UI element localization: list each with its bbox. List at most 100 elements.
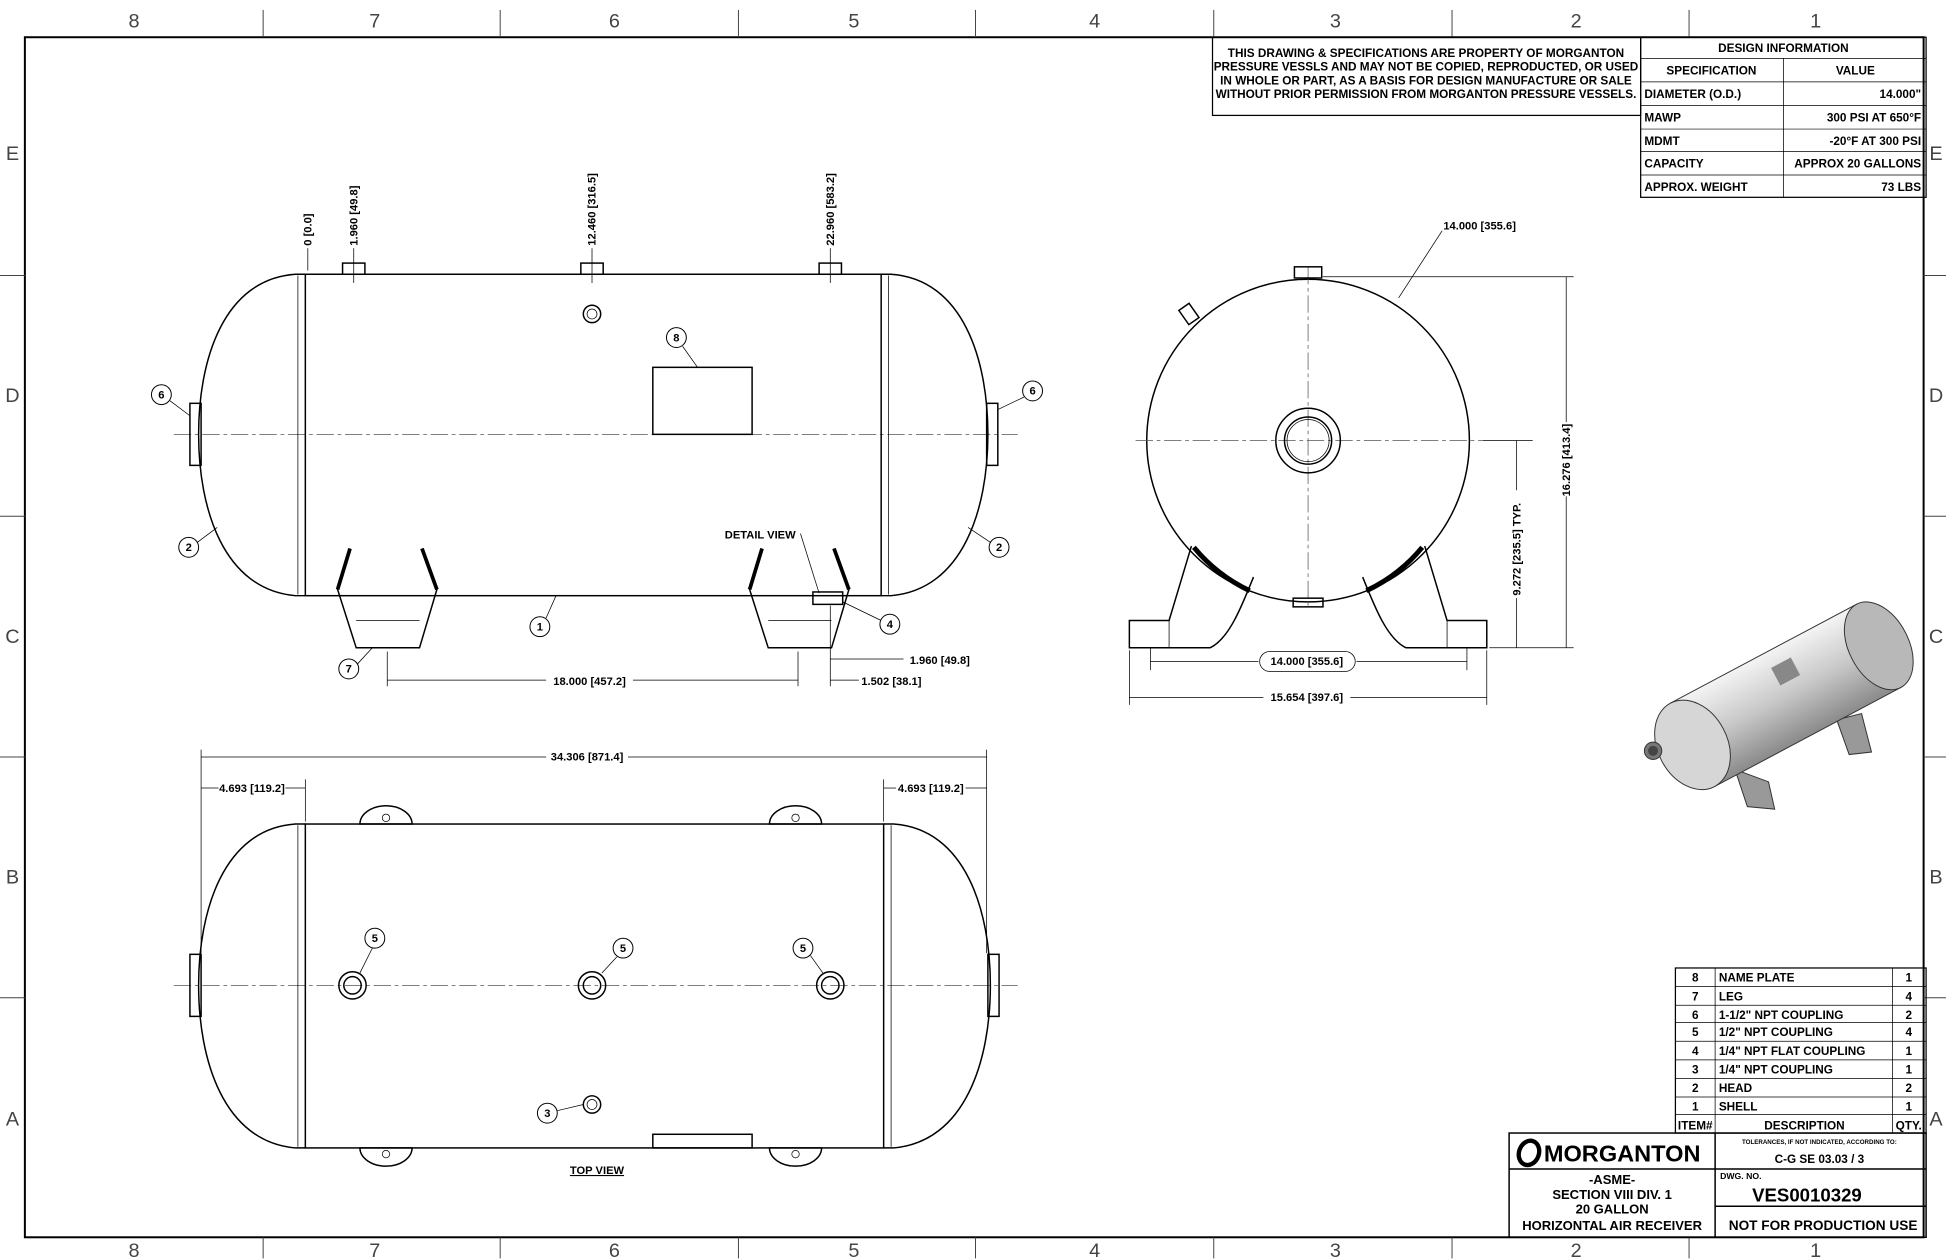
title-block: MORGANTON TOLERANCES, IF NOT INDICATED, … xyxy=(1508,1132,1927,1239)
notice-line: WITHOUT PRIOR PERMISSION FROM MORGANTON … xyxy=(1216,88,1637,101)
logo-text: MORGANTON xyxy=(1544,1141,1701,1167)
svg-text:1: 1 xyxy=(1905,972,1912,985)
spec-value: APPROX 20 GALLONS xyxy=(1794,158,1921,171)
drawing-description: SECTION VIII DIV. 1 xyxy=(1552,1187,1672,1202)
balloon: 3 xyxy=(544,1108,550,1120)
balloon: 5 xyxy=(620,943,626,955)
zone-col-label: 4 xyxy=(1089,1240,1100,1259)
spec-value: 73 LBS xyxy=(1881,181,1921,194)
bom-row: 3 1/4" NPT COUPLING 1 xyxy=(1692,1063,1912,1076)
detail-view-label: DETAIL VIEW xyxy=(725,530,796,542)
svg-text:2: 2 xyxy=(1905,1082,1912,1095)
leg-left xyxy=(336,548,438,649)
drawing-number: VES0010329 xyxy=(1752,1184,1862,1205)
balloon: 5 xyxy=(372,933,378,945)
sheet-border xyxy=(23,36,1925,1239)
coupling-4 xyxy=(812,591,844,606)
name-plate xyxy=(652,366,753,436)
svg-text:HEAD: HEAD xyxy=(1719,1082,1752,1095)
svg-text:1/4" NPT COUPLING: 1/4" NPT COUPLING xyxy=(1719,1063,1833,1076)
svg-text:3: 3 xyxy=(1692,1063,1699,1076)
zone-col-label: 1 xyxy=(1810,1240,1821,1259)
zone-row-label: D xyxy=(5,385,19,407)
zone-labels: 8 7 6 5 4 3 2 1 8 7 6 5 4 3 2 1 E D C B … xyxy=(5,10,1943,1259)
svg-text:1: 1 xyxy=(1905,1101,1912,1114)
zone-row-label: B xyxy=(1929,867,1942,889)
svg-text:4: 4 xyxy=(1905,1026,1912,1039)
top-view: TOP VIEW 34.306 [871.4] 4.693 [119.2] 4.… xyxy=(173,749,1018,1177)
isometric-view xyxy=(1643,601,1914,810)
dim-base-width: 15.654 [397.6] xyxy=(1271,692,1344,704)
front-view: 0 [0.0] 1.960 [49.8] 12.460 [316.5] 22.9… xyxy=(150,173,1043,688)
zone-row-label: D xyxy=(1929,385,1943,407)
svg-text:1/2" NPT COUPLING: 1/2" NPT COUPLING xyxy=(1719,1026,1833,1039)
zone-row-label: A xyxy=(1929,1109,1943,1131)
coupling-6-right xyxy=(985,402,999,467)
dim-label: 1.960 [49.8] xyxy=(348,185,360,245)
svg-text:1: 1 xyxy=(1905,1045,1912,1058)
zone-col-label: 3 xyxy=(1330,10,1341,32)
zone-grid xyxy=(0,9,1946,1259)
zone-row-label: E xyxy=(6,143,19,165)
svg-text:1-1/2" NPT COUPLING: 1-1/2" NPT COUPLING xyxy=(1719,1009,1844,1022)
drawing-description: 20 GALLON xyxy=(1576,1202,1649,1217)
column-header: VALUE xyxy=(1836,64,1875,77)
design-info-title: DESIGN INFORMATION xyxy=(1718,42,1849,55)
dim-diameter: 14.000 [355.6] xyxy=(1443,221,1516,233)
dim-label: 0 [0.0] xyxy=(303,213,315,246)
spec-value: 14.000" xyxy=(1880,88,1922,101)
zone-row-label: C xyxy=(1929,626,1943,648)
head-right xyxy=(881,273,989,597)
dim-label: 1.960 [49.8] xyxy=(910,655,970,667)
bom-row: 7 LEG 4 xyxy=(1692,990,1912,1003)
coupling-3 xyxy=(582,304,602,324)
balloon: 4 xyxy=(887,619,894,631)
end-view: 14.000 [355.6] 16.276 [413.4] 9.272 [235… xyxy=(1128,221,1574,705)
bom-row: 5 1/2" NPT COUPLING 4 xyxy=(1692,1026,1912,1039)
zone-col-label: 1 xyxy=(1810,10,1821,32)
svg-text:SHELL: SHELL xyxy=(1719,1101,1758,1114)
svg-text:7: 7 xyxy=(1692,990,1699,1003)
spec-name: MAWP xyxy=(1644,112,1681,125)
svg-text:1/4" NPT FLAT COUPLING: 1/4" NPT FLAT COUPLING xyxy=(1719,1045,1866,1058)
svg-text:1: 1 xyxy=(1905,1063,1912,1076)
top-view-label: TOP VIEW xyxy=(570,1165,625,1177)
bom-row: 2 HEAD 2 xyxy=(1692,1082,1912,1095)
spec-name: DIAMETER (O.D.) xyxy=(1644,88,1741,101)
balloon: 5 xyxy=(800,943,806,955)
coupling-6-left xyxy=(189,402,202,467)
zone-col-label: 6 xyxy=(609,10,620,32)
column-header: ITEM# xyxy=(1678,1119,1713,1132)
svg-text:5: 5 xyxy=(1692,1026,1699,1039)
svg-text:4: 4 xyxy=(1905,990,1912,1003)
zone-col-label: 8 xyxy=(129,1240,140,1259)
dim-label: 1.502 [38.1] xyxy=(861,676,921,688)
spec-value: -20°F AT 300 PSI xyxy=(1829,135,1921,148)
zone-row-label: E xyxy=(1929,143,1942,165)
dim-overall-length: 34.306 [871.4] xyxy=(551,752,624,764)
zone-col-label: 7 xyxy=(369,10,380,32)
spec-name: APPROX. WEIGHT xyxy=(1644,181,1748,194)
dim-center-height: 9.272 [235.5] TYP. xyxy=(1511,503,1523,596)
tolerance-value: C-G SE 03.03 / 3 xyxy=(1775,1153,1865,1166)
drawing-description: -ASME- xyxy=(1589,1172,1635,1187)
svg-text:LEG: LEG xyxy=(1719,990,1743,1003)
leg-right xyxy=(748,548,850,649)
notice-line: THIS DRAWING & SPECIFICATIONS ARE PROPER… xyxy=(1228,47,1624,60)
notice-line: IN WHOLE OR PART, AS A BASIS FOR DESIGN … xyxy=(1220,74,1632,87)
svg-text:2: 2 xyxy=(1692,1082,1699,1095)
balloon: 6 xyxy=(158,389,164,401)
balloon: 6 xyxy=(1029,386,1035,398)
column-header: SPECIFICATION xyxy=(1666,64,1756,77)
zone-row-label: C xyxy=(5,626,19,648)
balloon: 7 xyxy=(346,664,352,676)
zone-col-label: 3 xyxy=(1330,1240,1341,1259)
svg-text:8: 8 xyxy=(1692,972,1699,985)
balloon: 1 xyxy=(537,621,543,633)
zone-row-label: A xyxy=(6,1109,20,1131)
dim-label: 22.960 [583.2] xyxy=(825,173,837,246)
